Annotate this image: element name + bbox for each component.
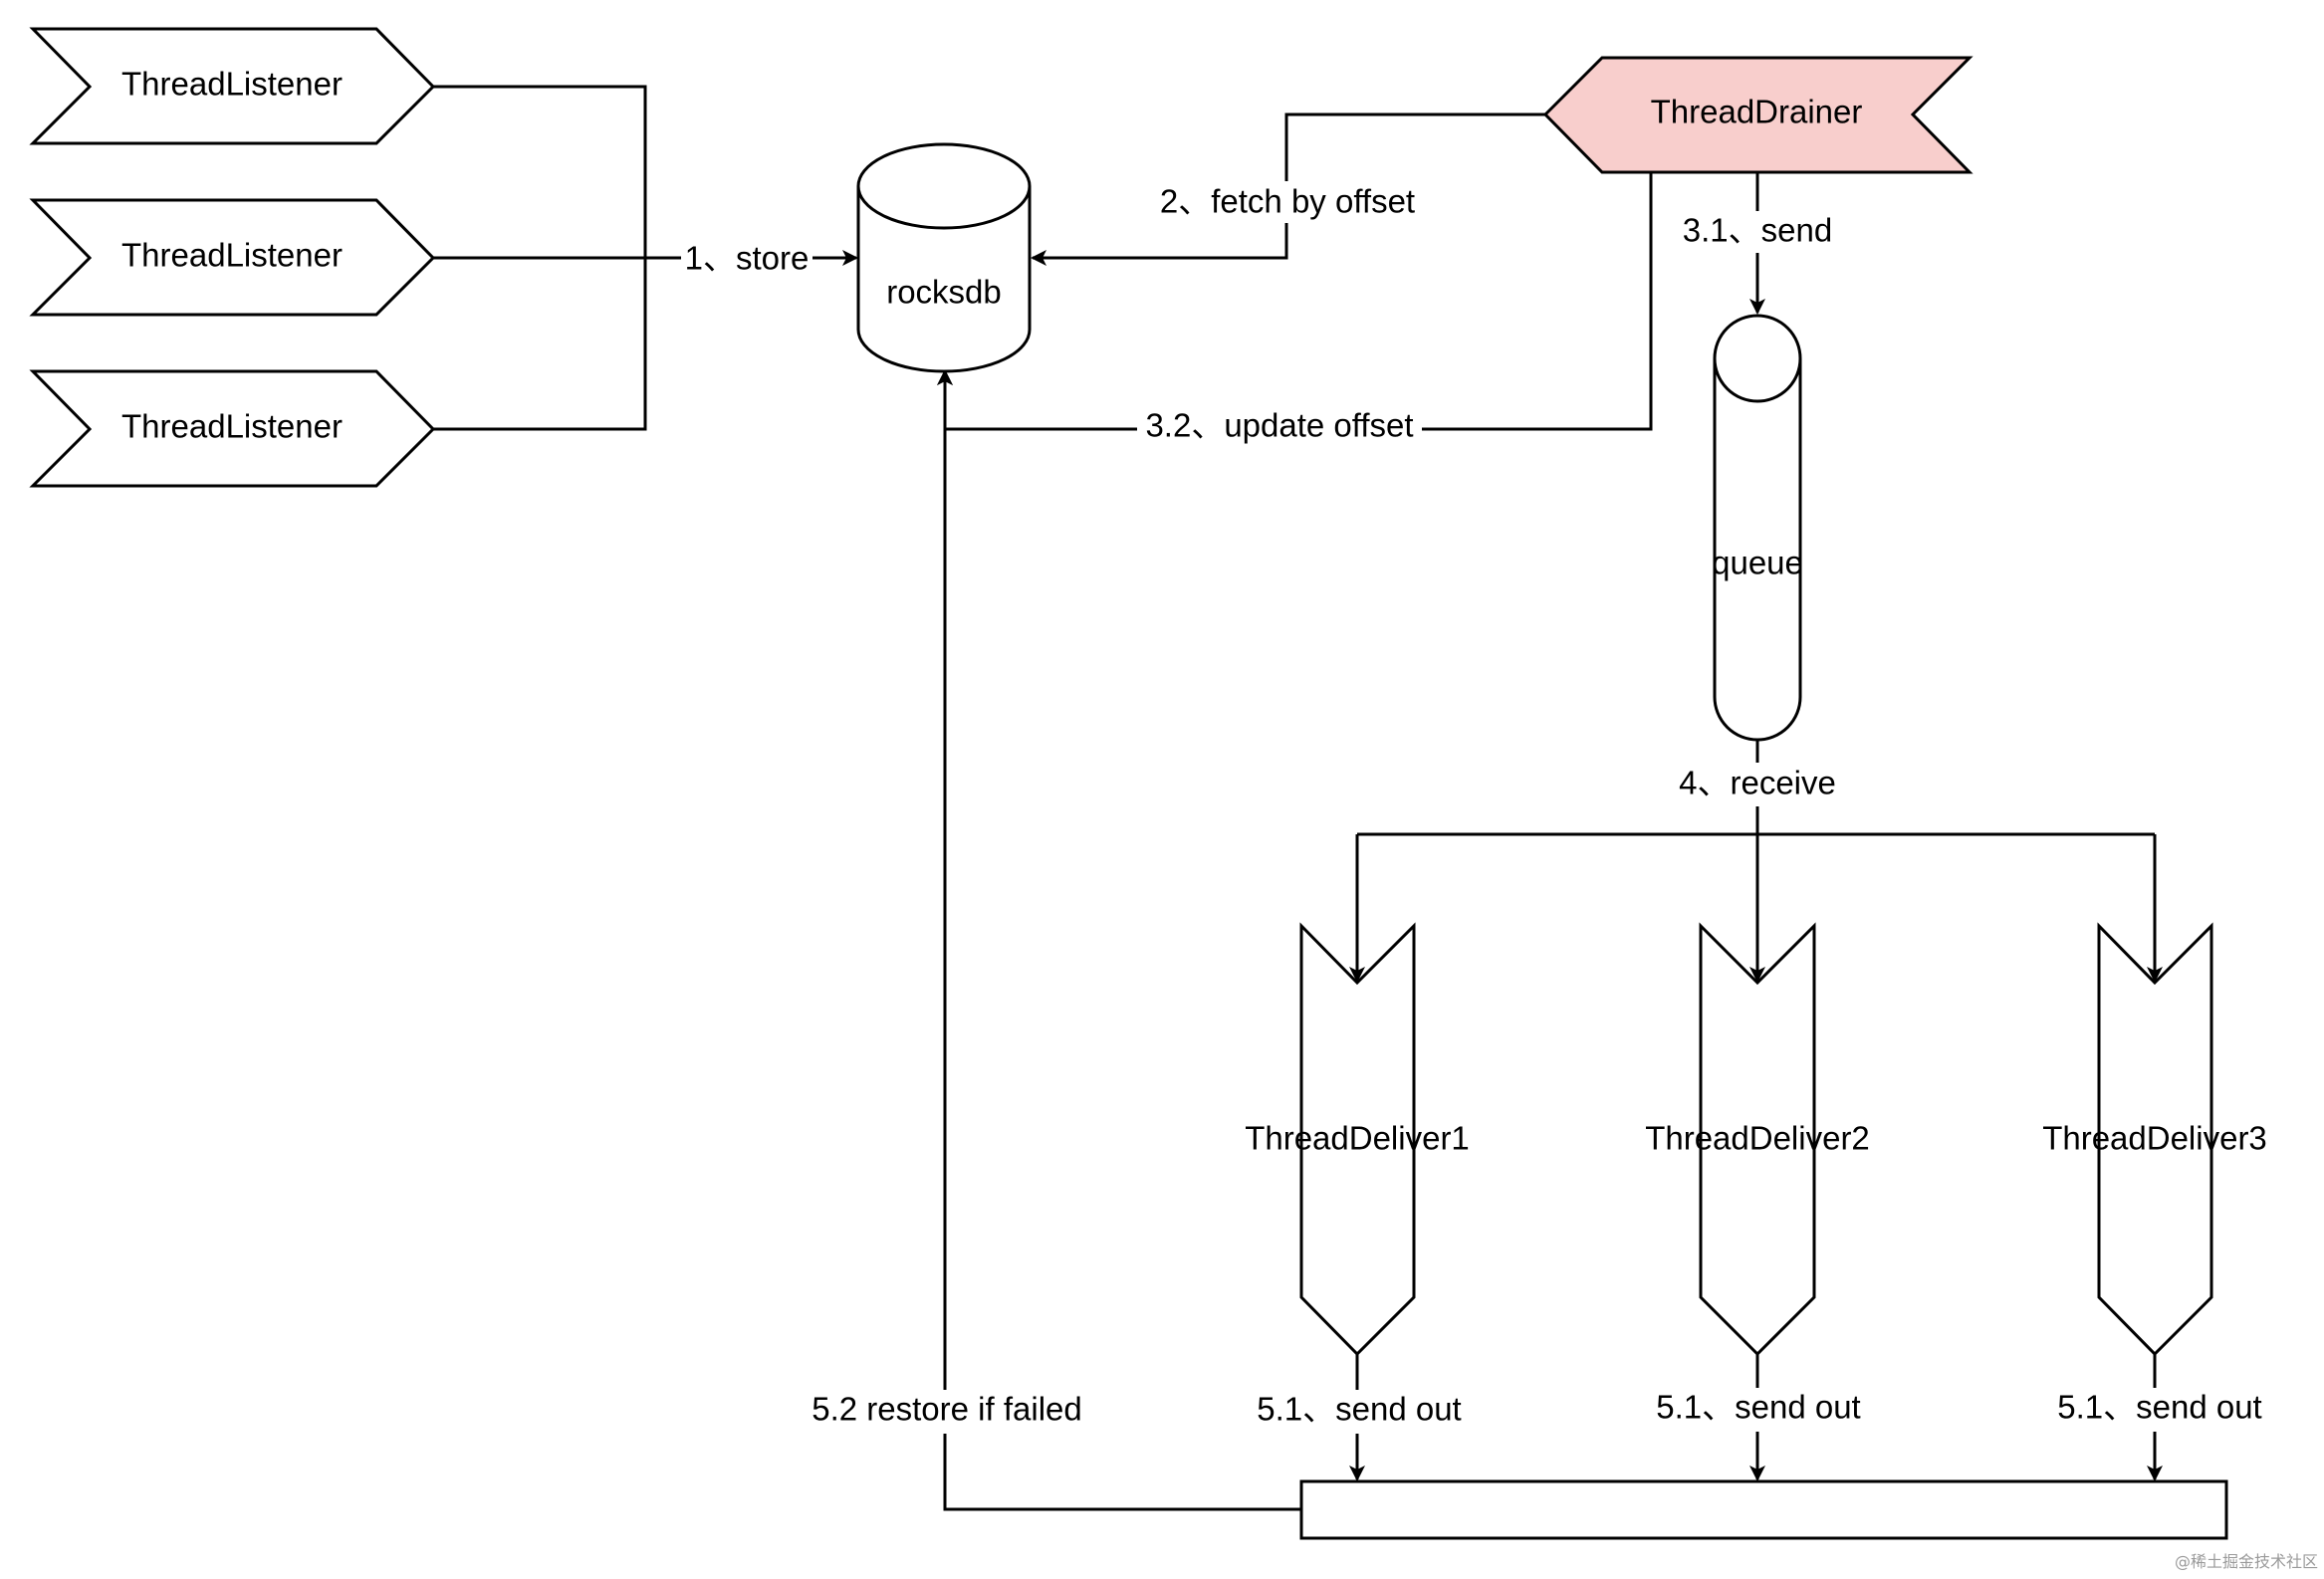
edge-label-restore-text: 5.2 restore if failed (812, 1391, 1081, 1428)
edge-label-send-out-3-text: 5.1、send out (2057, 1389, 2261, 1426)
thread-deliver-2-label: ThreadDeliver2 (1645, 1120, 1870, 1157)
edge-label-fetch-text: 2、fetch by offset (1160, 183, 1415, 220)
edge-label-store: 1、store (681, 239, 813, 279)
thread-listener-1-label: ThreadListener (121, 66, 343, 103)
edge-listener1-merge (433, 85, 647, 258)
edge-label-restore: 5.2 restore if failed (803, 1390, 1091, 1434)
thread-deliver-1: ThreadDeliver1 (1245, 922, 1470, 1357)
edge-listener3-merge (433, 258, 647, 431)
queue-label: queue (1712, 545, 1803, 581)
thread-listener-3: ThreadListener (29, 369, 436, 488)
thread-deliver-2: ThreadDeliver2 (1645, 922, 1870, 1357)
edge-label-send-out-1: 5.1、send out (1251, 1390, 1466, 1434)
edge-label-update-offset-text: 3.2、update offset (1145, 407, 1413, 444)
edges (433, 85, 2163, 1511)
edge-label-fetch: 2、fetch by offset (1153, 181, 1422, 223)
edge-labels: 1、store 2、fetch by offset 3.1、send 3.2、u… (681, 181, 2268, 1434)
thread-drainer: ThreadDrainer (1542, 56, 1974, 174)
thread-drainer-label: ThreadDrainer (1651, 94, 1863, 130)
output-bar (1299, 1479, 2228, 1540)
edge-label-send-out-2: 5.1、send out (1651, 1388, 1866, 1432)
rocksdb-cylinder: rocksdb (856, 142, 1032, 373)
rocksdb-label: rocksdb (886, 274, 1002, 311)
edge-label-receive: 4、receive (1671, 763, 1844, 806)
thread-drainer-shape (1542, 56, 1974, 174)
thread-deliver-1-label: ThreadDeliver1 (1245, 1120, 1470, 1157)
edge-label-send: 3.1、send (1675, 211, 1840, 253)
thread-listener-1: ThreadListener (29, 27, 436, 145)
edge-label-receive-text: 4、receive (1679, 765, 1836, 801)
edge-label-send-out-3: 5.1、send out (2053, 1388, 2268, 1432)
edge-restore-if-failed (937, 369, 1301, 1511)
edge-label-send-out-2-text: 5.1、send out (1656, 1389, 1860, 1426)
edge-label-update-offset: 3.2、update offset (1137, 406, 1422, 450)
watermark: @稀土掘金技术社区 (2175, 1552, 2318, 1571)
thread-listener-2-label: ThreadListener (121, 237, 343, 274)
thread-deliver-3: ThreadDeliver3 (2042, 922, 2267, 1357)
edge-label-store-text: 1、store (685, 240, 810, 277)
queue-pipe: queue (1712, 314, 1803, 742)
thread-listener-2: ThreadListener (29, 198, 436, 317)
thread-listener-3-label: ThreadListener (121, 408, 343, 445)
thread-deliver-3-label: ThreadDeliver3 (2042, 1120, 2267, 1157)
edge-label-send-out-1-text: 5.1、send out (1257, 1391, 1461, 1428)
edge-label-send-text: 3.1、send (1683, 212, 1832, 249)
